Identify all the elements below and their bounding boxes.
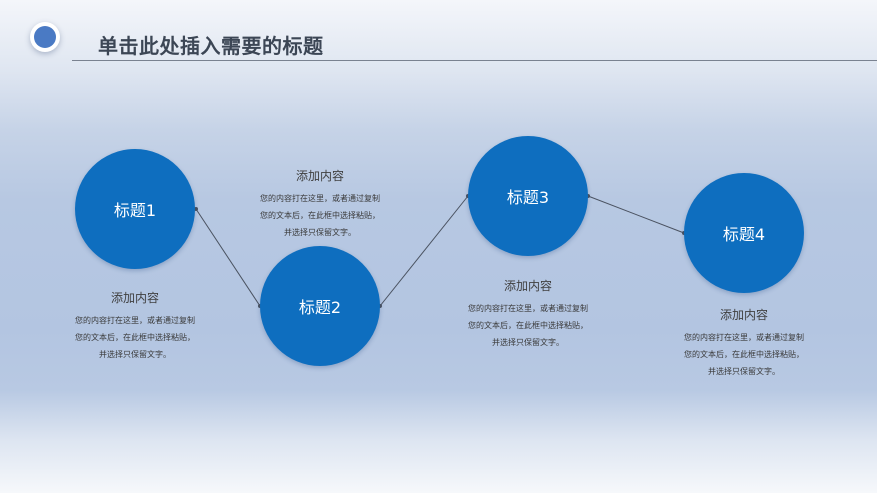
block-line: 您的文本后，在此框中选择粘贴，: [75, 333, 195, 342]
block-body: 您的内容打在这里，或者通过复制 您的文本后，在此框中选择粘贴， 并选择只保留文字…: [438, 300, 618, 351]
connector-1-2: [195, 208, 261, 307]
block-line: 您的文本后，在此框中选择粘贴，: [684, 350, 804, 359]
block-line: 您的文本后，在此框中选择粘贴，: [260, 211, 380, 220]
connector-dot: [194, 207, 198, 211]
logo-dot-icon: [30, 22, 60, 52]
block-line: 您的内容打在这里，或者通过复制: [468, 304, 588, 313]
node-3[interactable]: 标题3: [468, 136, 588, 256]
text-block-1[interactable]: 添加内容 您的内容打在这里，或者通过复制 您的文本后，在此框中选择粘贴， 并选择…: [45, 289, 225, 363]
title-divider: [72, 60, 877, 61]
block-body: 您的内容打在这里，或者通过复制 您的文本后，在此框中选择粘贴， 并选择只保留文字…: [230, 190, 410, 241]
block-line: 并选择只保留文字。: [99, 350, 171, 359]
block-heading: 添加内容: [719, 308, 768, 322]
block-line: 并选择只保留文字。: [284, 228, 356, 237]
text-block-2[interactable]: 添加内容 您的内容打在这里，或者通过复制 您的文本后，在此框中选择粘贴， 并选择…: [230, 167, 410, 241]
block-heading: 添加内容: [110, 291, 159, 305]
block-heading: 添加内容: [295, 169, 344, 183]
block-line: 并选择只保留文字。: [492, 338, 564, 347]
connector-2-3: [379, 195, 469, 307]
text-block-3[interactable]: 添加内容 您的内容打在这里，或者通过复制 您的文本后，在此框中选择粘贴， 并选择…: [438, 277, 618, 351]
block-line: 您的文本后，在此框中选择粘贴，: [468, 321, 588, 330]
block-line: 您的内容打在这里，或者通过复制: [684, 333, 804, 342]
block-body: 您的内容打在这里，或者通过复制 您的文本后，在此框中选择粘贴， 并选择只保留文字…: [45, 312, 225, 363]
block-heading: 添加内容: [503, 279, 552, 293]
node-4[interactable]: 标题4: [684, 173, 804, 293]
text-block-4[interactable]: 添加内容 您的内容打在这里，或者通过复制 您的文本后，在此框中选择粘贴， 并选择…: [654, 306, 834, 380]
node-1[interactable]: 标题1: [75, 149, 195, 269]
block-line: 您的内容打在这里，或者通过复制: [75, 316, 195, 325]
block-line: 您的内容打在这里，或者通过复制: [260, 194, 380, 203]
block-body: 您的内容打在这里，或者通过复制 您的文本后，在此框中选择粘贴， 并选择只保留文字…: [654, 329, 834, 380]
logo-dot-inner: [34, 26, 56, 48]
node-2[interactable]: 标题2: [260, 246, 380, 366]
page-title[interactable]: 单击此处插入需要的标题: [98, 34, 324, 58]
block-line: 并选择只保留文字。: [708, 367, 780, 376]
connector-3-4: [587, 195, 685, 234]
